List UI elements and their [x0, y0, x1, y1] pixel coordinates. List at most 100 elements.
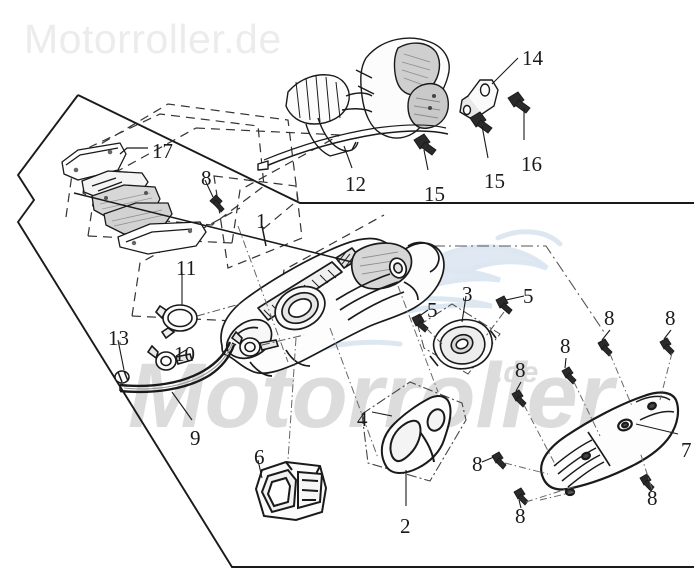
callout-5-a: 5 [427, 300, 438, 321]
leader-6 [257, 459, 263, 479]
leader-14 [491, 57, 519, 85]
callout-label: 10 [174, 342, 195, 366]
callout-label: 3 [462, 282, 473, 306]
callout-8-b: 8 [604, 308, 615, 329]
leader-17 [119, 147, 148, 155]
part-9-hose [119, 341, 237, 394]
leader-5-a [417, 309, 429, 318]
callout-label: 9 [190, 426, 201, 450]
callout-1: 1 [256, 211, 267, 232]
callout-16: 16 [521, 154, 542, 175]
callout-label: 8 [515, 358, 526, 382]
callout-3: 3 [462, 284, 473, 305]
callout-14: 14 [522, 48, 543, 69]
callout-8-f: 8 [472, 454, 483, 475]
callout-label: 8 [201, 166, 212, 190]
callout-label: 6 [254, 445, 265, 469]
part-16-bolt [507, 91, 531, 114]
callout-10: 10 [174, 344, 195, 365]
part-15-bolt-a [469, 111, 493, 134]
part-14-bracket [459, 79, 499, 119]
callout-8-a: 8 [201, 168, 212, 189]
callout-label: 8 [560, 334, 571, 358]
leader-15-b [423, 149, 429, 171]
diagram-boundary [16, 94, 694, 568]
leader-10-dash [261, 334, 305, 346]
callout-label: 11 [176, 256, 197, 280]
part-15-bolt-b [413, 133, 437, 156]
part-10-clamp-a [146, 344, 194, 371]
leader-5-a-dash [425, 327, 443, 345]
inset-box-2 [361, 381, 467, 482]
leader-9 [171, 391, 193, 421]
callout-label: 4 [357, 407, 368, 431]
callout-15-a: 15 [424, 184, 445, 205]
callout-label: 2 [400, 514, 411, 538]
callout-label: 16 [521, 152, 542, 176]
callout-17: 17 [152, 141, 173, 162]
part-4-inner-panel [380, 395, 452, 474]
callout-label: 12 [345, 172, 366, 196]
callout-label: 15 [484, 169, 505, 193]
part-13-clip [114, 370, 130, 384]
part-3-switch-cap [429, 318, 497, 370]
callout-label: 17 [152, 139, 173, 163]
leader-15-a [481, 125, 489, 159]
callout-8-e: 8 [515, 360, 526, 381]
callout-13: 13 [108, 328, 129, 349]
part-10-clamp-b [230, 330, 280, 357]
callout-label: 7 [681, 438, 692, 462]
callout-8-d: 8 [560, 336, 571, 357]
callout-8-h: 8 [647, 488, 658, 509]
part-1-main-cover-body [220, 237, 445, 377]
part-8-screw-topleft [209, 194, 225, 213]
watermark-top-text: Motorroller.de [24, 16, 282, 62]
callout-6: 6 [254, 447, 265, 468]
callout-8-g: 8 [515, 506, 526, 527]
callout-label: 8 [515, 504, 526, 528]
callout-label: 5 [427, 298, 438, 322]
leader-5-b-dash [485, 311, 505, 337]
watermark-center-text: Motorroller [128, 345, 618, 447]
callout-7: 7 [681, 440, 692, 461]
callout-5-b: 5 [523, 286, 534, 307]
part-8-screws-group [491, 337, 675, 506]
part-1-dash-leaders [237, 225, 439, 461]
leader-12 [343, 145, 353, 169]
callout-8-c: 8 [665, 308, 676, 329]
callout-11: 11 [176, 258, 196, 279]
watermark-center-suffix: .de [495, 356, 538, 389]
leader-11-dash [196, 303, 241, 317]
part-5-screw-b [495, 295, 513, 315]
callout-label: 8 [472, 452, 483, 476]
callout-label: 1 [256, 209, 267, 233]
part-8-leaders [481, 329, 672, 509]
callout-15-b: 15 [484, 171, 505, 192]
leader-3 [461, 295, 467, 323]
part-17-grille-insert-set [61, 142, 207, 255]
callout-12: 12 [345, 174, 366, 195]
callout-4: 4 [357, 409, 368, 430]
part-11-clamp-ring [154, 304, 198, 340]
leader-7 [635, 423, 679, 435]
leader-13 [117, 339, 125, 371]
callout-label: 15 [424, 182, 445, 206]
part-12-cable-harness [257, 37, 450, 171]
leader-4 [371, 411, 393, 417]
subregion-boundary [411, 245, 605, 333]
part-7-footboard [540, 391, 680, 497]
leader-1 [73, 192, 353, 263]
footboard-axis-dash [539, 491, 575, 501]
callout-label: 14 [522, 46, 543, 70]
callout-label: 8 [604, 306, 615, 330]
callout-label: 5 [523, 284, 534, 308]
callout-2: 2 [400, 516, 411, 537]
leader-8-topleft [204, 179, 214, 198]
leader-5-b [505, 295, 525, 301]
callout-label: 13 [108, 326, 129, 350]
part-5-screw-a [411, 313, 429, 333]
